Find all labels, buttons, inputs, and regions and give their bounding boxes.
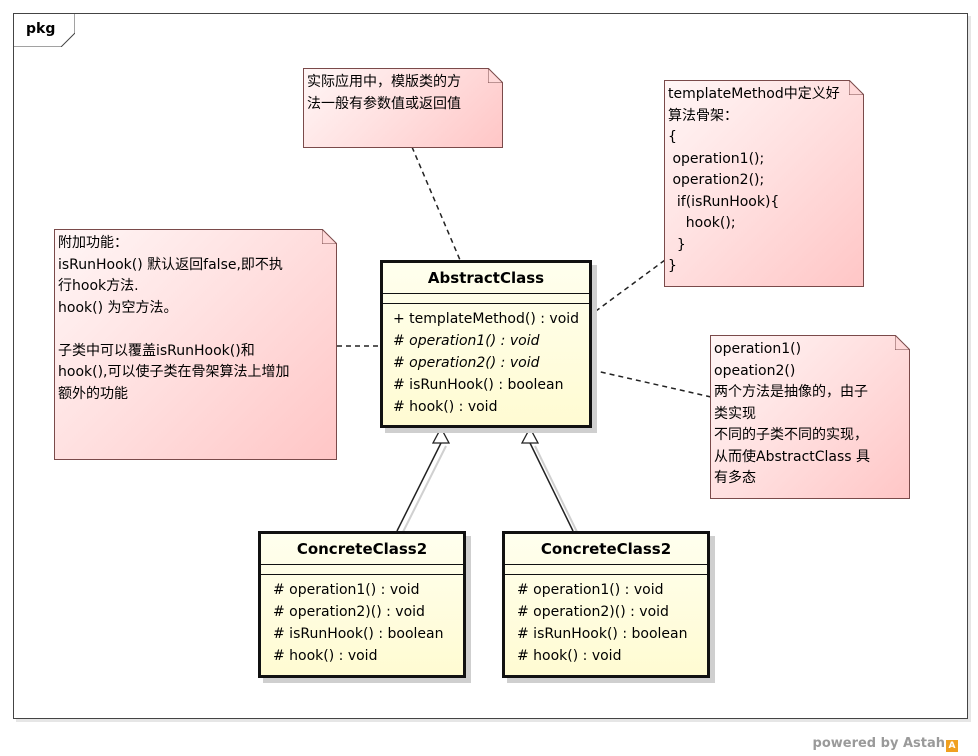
note-template-line: hook(); <box>668 215 736 231</box>
note-operations-line: 有多态 <box>714 470 756 486</box>
note-anchor-operations <box>591 369 712 398</box>
operation-abstract: # operation1() : void <box>393 333 540 349</box>
note-hook-line: 额外的功能 <box>58 385 128 402</box>
note-operations-fold <box>895 335 910 350</box>
note-template-method: templateMethod中定义好 算法骨架： { operation1();… <box>664 80 864 287</box>
note-template-fold <box>849 80 864 95</box>
note-top-line: 法一般有参数值或返回值 <box>307 95 461 112</box>
note-hook-fold <box>322 229 337 244</box>
operation: # hook() : void <box>273 648 378 664</box>
note-anchor-template <box>580 259 666 323</box>
operation-abstract: # operation2() : void <box>393 355 540 371</box>
note-hook: 附加功能： isRunHook() 默认返回false,即不执 行hook方法.… <box>54 229 337 460</box>
operation: # operation1() : void <box>273 582 420 598</box>
class-concrete-left[interactable]: ConcreteClass2 # operation1() : void # o… <box>258 531 466 678</box>
operation: # isRunHook() : boolean <box>393 377 564 393</box>
note-template-line: 算法骨架： <box>668 107 738 124</box>
generalization-left <box>396 442 442 532</box>
class-abstract[interactable]: AbstractClass + templateMethod() : void … <box>380 260 592 428</box>
note-operations-line: 从而使AbstractClass 具 <box>714 448 871 465</box>
note-operations-line: operation1() <box>714 341 802 357</box>
note-operations: operation1() opeation2() 两个方法是抽像的，由子 类实现… <box>710 335 910 499</box>
note-template-line: if(isRunHook){ <box>668 193 780 210</box>
class-concrete-right-attributes <box>505 565 707 575</box>
operation: # isRunHook() : boolean <box>273 626 444 642</box>
package-tab <box>13 13 75 47</box>
operation: # hook() : void <box>517 648 622 664</box>
note-hook-line: isRunHook() 默认返回false,即不执 <box>58 256 283 273</box>
note-hook-line <box>58 319 332 341</box>
note-top: 实际应用中，模版类的方 法一般有参数值或返回值 <box>303 68 503 148</box>
astah-logo-icon: A <box>946 740 958 752</box>
class-concrete-right-name: ConcreteClass2 <box>505 534 707 565</box>
note-operations-line: 两个方法是抽像的，由子 <box>714 384 868 400</box>
note-hook-line: hook() 为空方法。 <box>58 299 178 316</box>
note-operations-line: 不同的子类不同的实现， <box>714 427 868 443</box>
operation: # hook() : void <box>393 399 498 415</box>
note-template-line: { <box>668 129 677 145</box>
note-operations-line: opeation2() <box>714 362 796 379</box>
operation: + templateMethod() : void <box>393 311 580 327</box>
class-concrete-left-name: ConcreteClass2 <box>261 534 463 565</box>
class-concrete-right-operations: # operation1() : void # operation2)() : … <box>505 575 707 667</box>
generalization-right-shadow <box>534 445 579 535</box>
watermark-text: powered by Astah <box>812 736 945 751</box>
note-hook-line: 子类中可以覆盖isRunHook()和 <box>58 342 255 359</box>
note-template-line: operation1(); <box>668 150 765 167</box>
generalization-left-shadow <box>401 445 447 535</box>
class-abstract-name: AbstractClass <box>383 263 589 294</box>
class-abstract-operations: + templateMethod() : void # operation1()… <box>383 304 589 418</box>
package-label: pkg <box>26 21 56 37</box>
class-concrete-left-operations: # operation1() : void # operation2)() : … <box>261 575 463 667</box>
note-hook-line: 行hook方法. <box>58 278 139 294</box>
operation: # operation2)() : void <box>517 604 669 620</box>
note-top-fold <box>488 68 503 83</box>
note-template-line: } <box>668 236 686 253</box>
note-hook-line: 附加功能： <box>58 235 128 251</box>
note-anchor-top <box>411 146 461 261</box>
generalization-right <box>529 442 574 532</box>
package-frame <box>13 13 968 719</box>
note-hook-line: hook(),可以使子类在骨架算法上增加 <box>58 364 290 380</box>
class-concrete-right[interactable]: ConcreteClass2 # operation1() : void # o… <box>502 531 710 678</box>
note-template-line: operation2(); <box>668 172 765 188</box>
operation: # operation2)() : void <box>273 604 425 620</box>
operation: # operation1() : void <box>517 582 664 598</box>
note-top-line: 实际应用中，模版类的方 <box>307 74 461 90</box>
class-concrete-left-attributes <box>261 565 463 575</box>
operation: # isRunHook() : boolean <box>517 626 688 642</box>
generalization-left-arrowhead <box>431 426 451 444</box>
note-operations-line: 类实现 <box>714 405 756 422</box>
note-template-line: } <box>668 258 677 274</box>
generalization-right-arrowhead <box>520 426 540 444</box>
note-template-line: templateMethod中定义好 <box>668 86 840 102</box>
class-abstract-attributes <box>383 294 589 304</box>
